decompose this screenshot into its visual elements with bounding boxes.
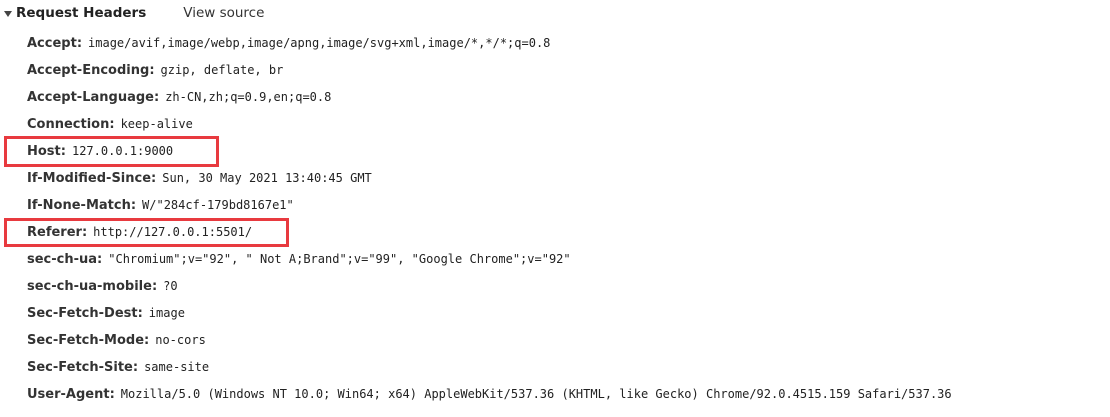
header-row-referer: Referer: http://127.0.0.1:5501/: [27, 219, 952, 246]
header-separator: :: [153, 90, 160, 105]
header-separator: :: [151, 279, 158, 294]
header-name: User-Agent: [27, 387, 110, 402]
header-value: image/avif,image/webp,image/apng,image/s…: [88, 36, 551, 50]
header-value: ?0: [163, 279, 178, 293]
highlight-box-referer: [4, 218, 289, 247]
header-value: http://127.0.0.1:5501/: [93, 225, 253, 239]
header-value: W/"284cf-179bd8167e1": [142, 198, 294, 212]
header-name: Sec-Fetch-Site: [27, 360, 133, 375]
header-name: Accept-Language: [27, 90, 154, 105]
header-separator: :: [109, 117, 115, 132]
highlight-box-host: [4, 136, 219, 167]
header-separator: :: [109, 387, 115, 402]
view-source-link[interactable]: View source: [183, 5, 265, 21]
collapse-triangle-icon[interactable]: [4, 10, 12, 17]
header-separator: :: [149, 63, 155, 78]
header-name: sec-ch-ua-mobile: [27, 279, 152, 294]
header-row-accept: Accept: image/avif,image/webp,image/apng,…: [27, 30, 952, 57]
header-row-sec-fetch-site: Sec-Fetch-Site: same-site: [27, 354, 952, 381]
header-row-accept-encoding: Accept-Encoding: gzip, deflate, br: [27, 57, 952, 84]
header-value: image: [148, 306, 185, 320]
header-row-if-none-match: If-None-Match: W/"284cf-179bd8167e1": [27, 192, 952, 219]
header-separator: :: [137, 306, 143, 321]
header-value: keep-alive: [120, 117, 193, 131]
header-separator: :: [151, 171, 157, 186]
header-row-sec-ch-ua-mobile: sec-ch-ua-mobile: ?0: [27, 273, 952, 300]
header-value: zh-CN,zh;q=0.9,en;q=0.8: [165, 90, 332, 104]
header-separator: :: [130, 198, 137, 213]
header-separator: :: [60, 144, 66, 159]
header-row-sec-fetch-mode: Sec-Fetch-Mode: no-cors: [27, 327, 952, 354]
section-title: Request Headers: [16, 5, 147, 21]
header-name: Accept: [27, 36, 77, 51]
header-name: sec-ch-ua: [27, 252, 98, 267]
header-name: Referer: [27, 225, 82, 240]
headers-list: Accept: image/avif,image/webp,image/apng,…: [27, 30, 952, 408]
header-separator: :: [144, 333, 150, 348]
header-separator: :: [81, 225, 88, 240]
header-row-host: Host:127.0.0.1:9000: [27, 138, 952, 165]
header-row-sec-fetch-dest: Sec-Fetch-Dest: image: [27, 300, 952, 327]
header-value: 127.0.0.1:9000: [71, 144, 174, 158]
header-row-connection: Connection: keep-alive: [27, 111, 952, 138]
request-headers-section-header[interactable]: Request Headers View source: [4, 3, 264, 23]
header-row-accept-language: Accept-Language: zh-CN,zh;q=0.9,en;q=0.8: [27, 84, 952, 111]
header-name: Connection: [27, 117, 110, 132]
header-name: If-Modified-Since: [27, 171, 152, 186]
header-name: Host: [27, 144, 61, 159]
header-row-user-agent: User-Agent: Mozilla/5.0 (Windows NT 10.0;…: [27, 381, 952, 408]
header-name: Sec-Fetch-Dest: [27, 306, 138, 321]
header-value: Mozilla/5.0 (Windows NT 10.0; Win64; x64…: [120, 387, 952, 401]
header-separator: :: [76, 36, 83, 51]
header-name: Sec-Fetch-Mode: [27, 333, 145, 348]
header-name: Accept-Encoding: [27, 63, 150, 78]
header-separator: :: [132, 360, 139, 375]
header-value: no-cors: [155, 333, 206, 347]
header-value: same-site: [144, 360, 210, 374]
header-value: gzip, deflate, br: [160, 63, 284, 77]
header-name: If-None-Match: [27, 198, 131, 213]
header-separator: :: [97, 252, 103, 267]
header-value: "Chromium";v="92", " Not A;Brand";v="99"…: [108, 252, 571, 266]
header-row-sec-ch-ua: sec-ch-ua: "Chromium";v="92", " Not A;Bra…: [27, 246, 952, 273]
header-value: Sun, 30 May 2021 13:40:45 GMT: [162, 171, 372, 185]
header-row-if-modified-since: If-Modified-Since: Sun, 30 May 2021 13:40…: [27, 165, 952, 192]
